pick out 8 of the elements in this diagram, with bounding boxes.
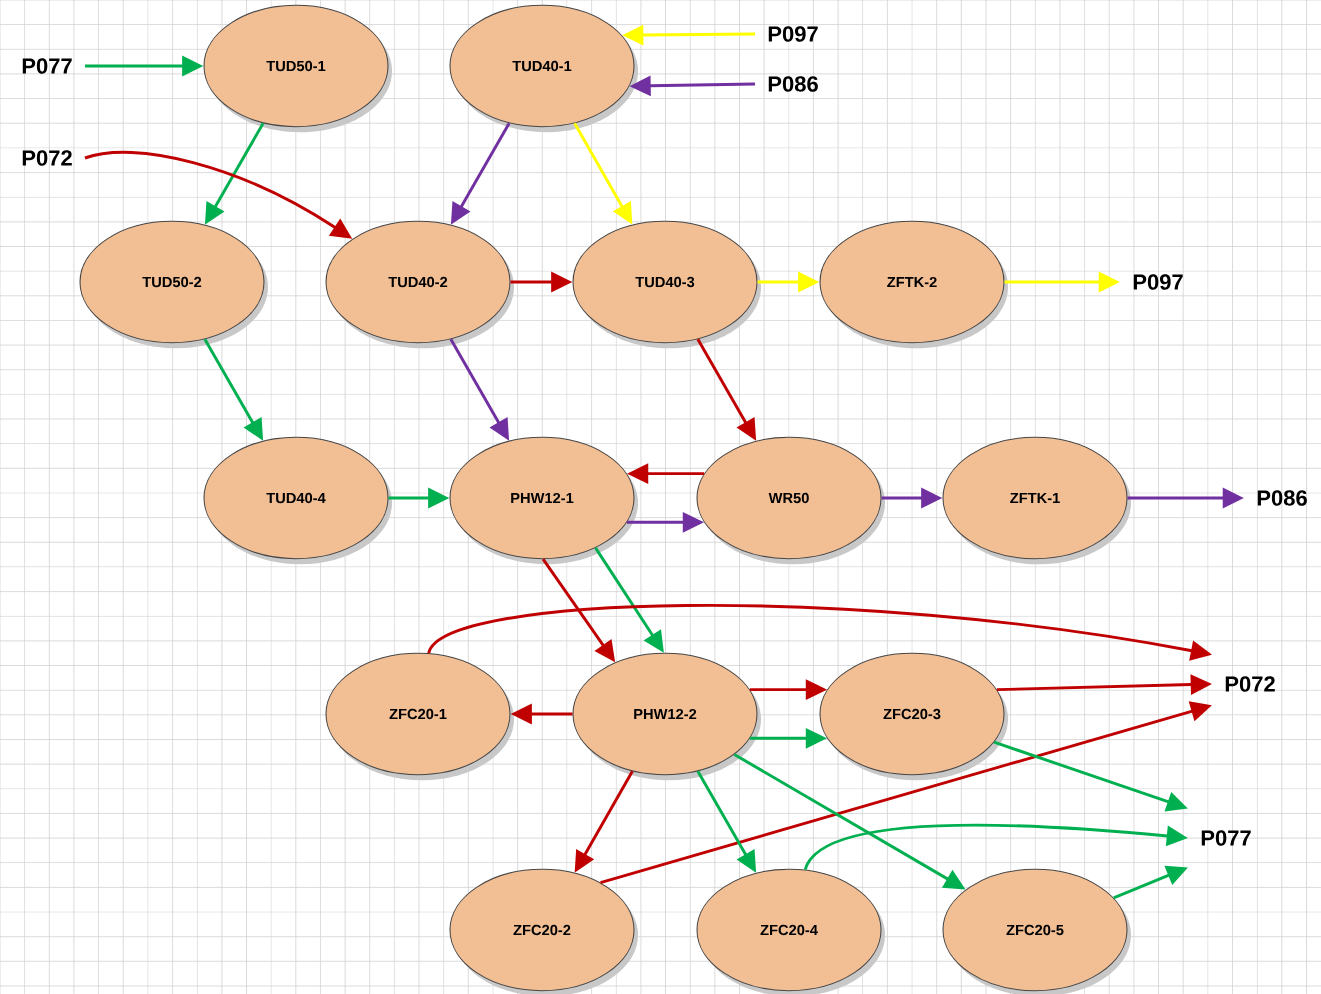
port-label: P097 (768, 26, 818, 42)
port-label: P072 (22, 150, 72, 166)
port-label: P077 (1201, 830, 1251, 846)
port-label: P086 (768, 76, 818, 92)
port-label: P097 (1133, 274, 1183, 290)
port-label: P086 (1257, 490, 1307, 506)
port-label: P072 (1225, 676, 1275, 692)
port-label: P077 (22, 58, 72, 74)
